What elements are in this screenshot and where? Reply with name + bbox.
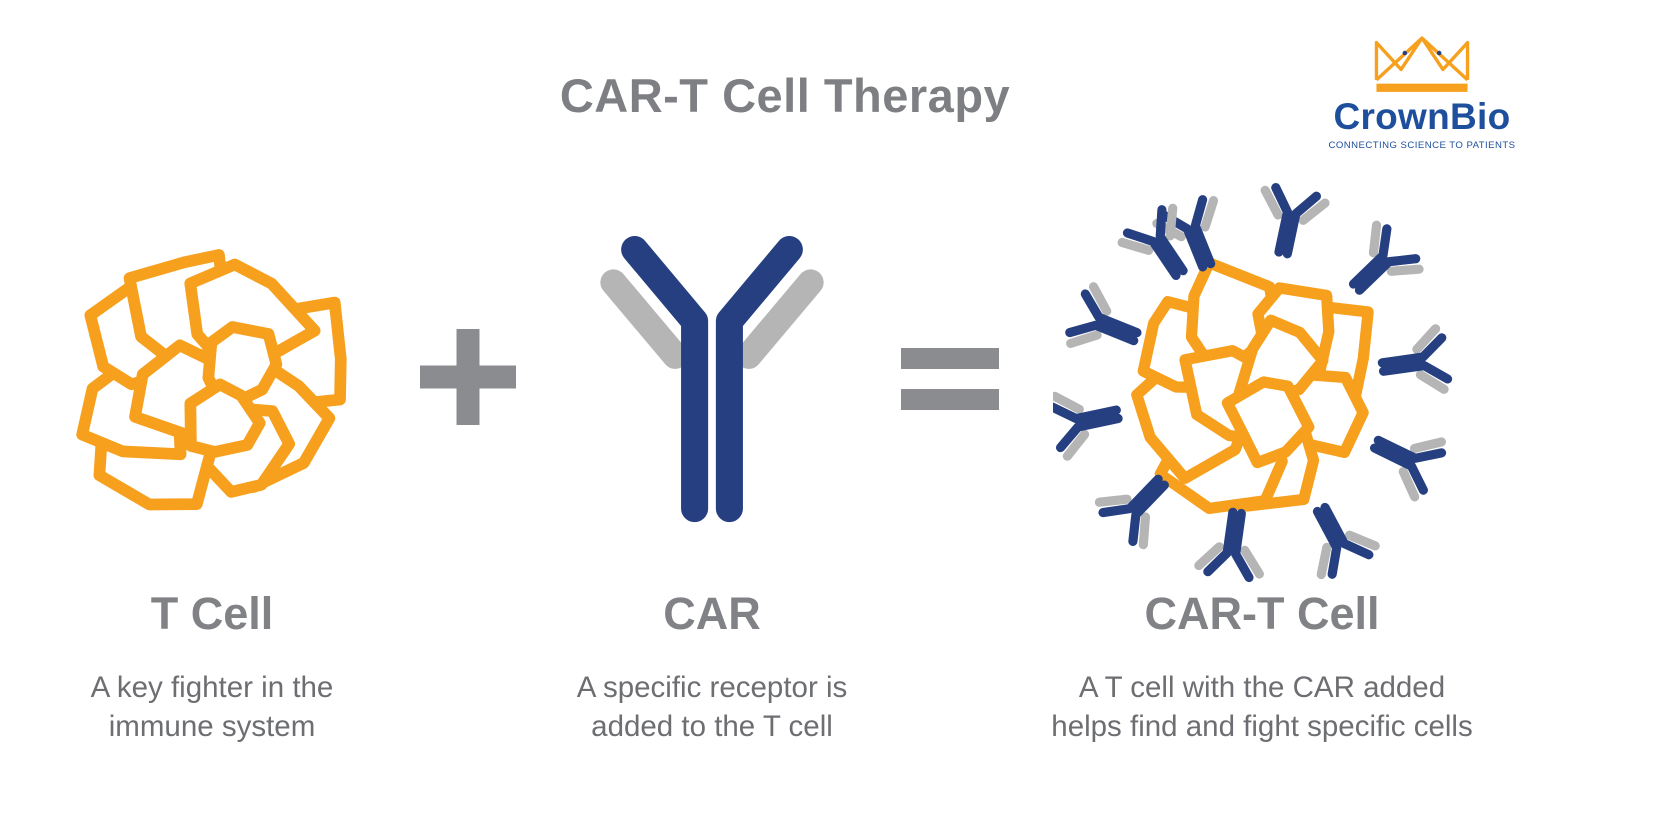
page-title: CAR-T Cell Therapy [559,69,1011,122]
t-cell-illustration [76,249,347,511]
car-description: A specific receptor is added to the T ce… [517,668,907,746]
car-label: CAR [663,588,761,639]
car-t-cell-description-line2: helps find and fight specific cells [1051,710,1473,744]
car-t-cell-illustration [1053,183,1453,583]
car-t-cell-label: CAR-T Cell [1144,588,1380,639]
t-cell-description-line1: A key fighter in the [90,671,334,704]
t-cell-label: T Cell [150,588,274,639]
car-description-line1: A specific receptor is [576,671,848,704]
car-t-cell-description: A T cell with the CAR added helps find a… [982,668,1542,746]
logo-tagline: CONNECTING SCIENCE TO PATIENTS [1328,140,1516,151]
plus-operator: + [418,327,518,427]
car-description-line2: added to the T cell [591,710,833,744]
crownbio-logo: CrownBio CONNECTING SCIENCE TO PATIENTS [1327,30,1517,151]
t-cell-description-line2: immune system [108,710,316,744]
car-t-cell-description-line1: A T cell with the CAR added [1078,671,1446,704]
t-cell-description: A key fighter in the immune system [17,668,407,746]
logo-name: CrownBio [1333,96,1511,137]
equals-operator: = [901,346,999,412]
car-antibody-illustration [600,235,824,523]
equals-icon [901,348,999,410]
crown-icon [1374,36,1470,92]
plus-icon [420,329,516,425]
